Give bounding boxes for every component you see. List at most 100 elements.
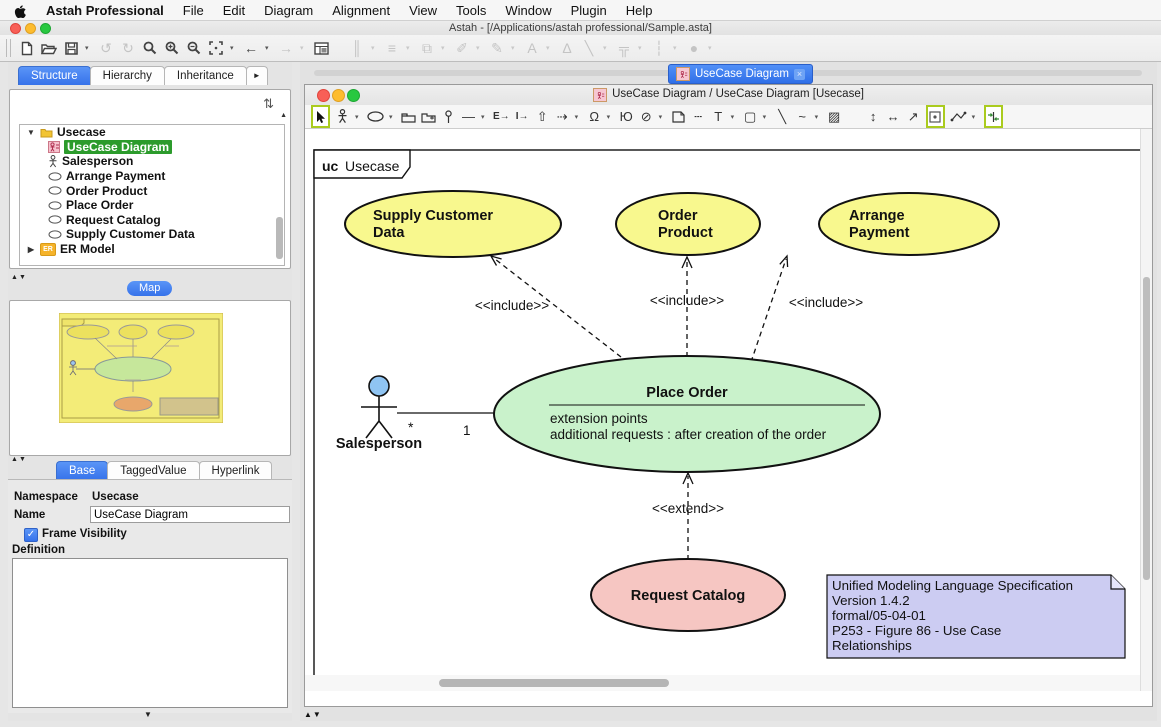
color-set-caret[interactable]: ▾ xyxy=(708,45,712,52)
undo-icon[interactable]: ↺ xyxy=(100,39,112,56)
menu-file[interactable]: File xyxy=(182,2,204,18)
back-menu-caret[interactable]: ▾ xyxy=(265,45,269,52)
minimize-diagram-button[interactable] xyxy=(332,89,345,102)
actor-tool-icon[interactable] xyxy=(335,107,350,126)
line-style-caret[interactable]: ▾ xyxy=(603,45,607,52)
color-set-icon[interactable]: ● xyxy=(689,40,699,56)
menu-help[interactable]: Help xyxy=(625,2,653,18)
frame-visibility-checkbox[interactable]: ✓ xyxy=(24,528,38,542)
sort-icon[interactable]: ⇅ xyxy=(263,96,274,111)
tree-row-er-model[interactable]: ▶ ER ER Model xyxy=(20,242,284,257)
horizontal-scrollbar-thumb[interactable] xyxy=(439,679,669,687)
tree-row-order-product[interactable]: Order Product xyxy=(20,183,284,198)
zoom-diagram-button[interactable] xyxy=(347,89,360,102)
include-label[interactable]: <<include>> xyxy=(475,298,549,313)
save-icon[interactable] xyxy=(63,38,79,58)
text-tool-caret[interactable]: ▾ xyxy=(730,113,735,121)
usecase-place-order[interactable]: Place Order extension points additional … xyxy=(493,355,881,473)
tree-row-salesperson[interactable]: Salesperson xyxy=(20,154,284,169)
vertical-scrollbar-thumb[interactable] xyxy=(1143,277,1150,580)
tab-structure[interactable]: Structure xyxy=(18,66,91,85)
canvas-splitter-arrows[interactable]: ▲▼ xyxy=(304,710,322,719)
classifier-tool-icon[interactable]: ⊘ xyxy=(640,108,652,124)
distribute-horizontal-icon[interactable]: ↔ xyxy=(886,109,900,124)
tree-row-usecase-diagram[interactable]: UseCase Diagram xyxy=(20,139,284,155)
usecase-order-product[interactable]: Order Product xyxy=(615,192,761,256)
association-tool-caret[interactable]: ▾ xyxy=(481,113,485,121)
note-tool-icon[interactable] xyxy=(671,107,686,126)
diagram-canvas[interactable]: uc Usecase <<in xyxy=(305,129,1148,691)
extend-label[interactable]: <<extend>> xyxy=(652,501,724,516)
tab-taggedvalue[interactable]: TaggedValue xyxy=(107,461,200,480)
auto-layout-icon[interactable] xyxy=(983,105,1003,128)
note-anchor-tool-icon[interactable]: ┄ xyxy=(694,108,703,124)
polyline-caret[interactable]: ▾ xyxy=(971,113,976,121)
tab-hierarchy[interactable]: Hierarchy xyxy=(89,66,165,85)
select-tool-icon[interactable] xyxy=(311,105,330,128)
text-tool-icon[interactable]: T xyxy=(714,109,723,124)
forward-menu-caret[interactable]: ▾ xyxy=(300,45,304,52)
menu-plugin[interactable]: Plugin xyxy=(570,2,607,18)
classifier-tool-caret[interactable]: ▾ xyxy=(658,113,663,121)
redo-icon[interactable]: ↻ xyxy=(122,39,134,56)
forward-icon[interactable]: → xyxy=(279,40,293,56)
actor-salesperson[interactable]: Salesperson xyxy=(336,375,422,452)
distribute-caret[interactable]: ▾ xyxy=(406,45,410,52)
dart-icon[interactable]: ↗ xyxy=(907,108,919,124)
splitter-arrows[interactable]: ▲▼ xyxy=(11,456,27,463)
generalization-tool-icon[interactable]: ⇧ xyxy=(536,108,548,124)
association-salesperson-placeorder[interactable]: * 1 xyxy=(397,412,494,438)
tab-hyperlink[interactable]: Hyperlink xyxy=(198,461,273,480)
extend-tool-icon[interactable]: E→ xyxy=(493,111,510,122)
zoom-out-icon[interactable] xyxy=(186,38,202,58)
association-tool-icon[interactable]: — xyxy=(462,109,475,124)
realization-tool-icon[interactable]: Ю xyxy=(619,109,633,124)
tree-row-usecase-root[interactable]: ▼ Usecase xyxy=(20,125,284,140)
tab-base[interactable]: Base xyxy=(56,461,109,480)
diagram-list-icon[interactable] xyxy=(313,38,329,58)
menu-window[interactable]: Window xyxy=(505,2,552,18)
expand-icon[interactable]: ▼ xyxy=(27,127,35,137)
toolbar-handle[interactable] xyxy=(6,39,11,57)
depth-icon[interactable]: ⧉ xyxy=(422,39,432,56)
freehand-tool-caret[interactable]: ▾ xyxy=(814,113,819,121)
back-icon[interactable]: ← xyxy=(244,40,258,56)
zoom-window-button[interactable] xyxy=(40,23,51,34)
rect-tool-icon[interactable]: ▢ xyxy=(744,108,757,124)
hierarchy-icon[interactable]: ╦ xyxy=(619,40,629,56)
grid-snap-icon[interactable] xyxy=(925,105,945,128)
map-button[interactable]: Map xyxy=(127,281,173,296)
boundary-tool-icon[interactable]: Ω xyxy=(589,109,600,124)
zoom-in-icon[interactable] xyxy=(164,38,180,58)
subsystem-tool-icon[interactable] xyxy=(421,107,436,126)
menu-tools[interactable]: Tools xyxy=(456,2,487,18)
dependency-tool-icon[interactable]: ⇢ xyxy=(556,108,568,124)
close-diagram-button[interactable] xyxy=(317,89,330,102)
line-style-icon[interactable]: ╲ xyxy=(584,39,594,56)
font-color-icon[interactable]: A xyxy=(527,40,537,56)
actor-tool-caret[interactable]: ▾ xyxy=(355,113,359,121)
menu-app-name[interactable]: Astah Professional xyxy=(46,2,164,18)
more-tabs-button[interactable]: ► xyxy=(245,66,268,85)
line-tool-icon[interactable]: ╲ xyxy=(778,108,787,124)
menu-edit[interactable]: Edit xyxy=(222,2,246,18)
font-icon[interactable]: Δ xyxy=(562,40,572,56)
splitter-arrows[interactable]: ▲▼ xyxy=(11,274,27,281)
open-file-icon[interactable] xyxy=(41,38,57,58)
include-label[interactable]: <<include>> xyxy=(789,295,863,310)
menu-view[interactable]: View xyxy=(409,2,438,18)
apple-icon[interactable] xyxy=(14,3,27,18)
new-file-icon[interactable] xyxy=(19,38,35,58)
usecase-tool-icon[interactable] xyxy=(367,107,384,126)
note-uml-spec[interactable]: Unified Modeling Language Specification … xyxy=(826,574,1126,659)
horizontal-scrollbar[interactable] xyxy=(305,675,1148,691)
usecase-arrange-payment[interactable]: Arrange Payment xyxy=(818,192,1000,256)
close-tab-icon[interactable]: × xyxy=(793,68,805,80)
tree-scrollbar-thumb[interactable] xyxy=(276,217,283,259)
save-menu-caret[interactable]: ▾ xyxy=(85,45,89,52)
polyline-icon[interactable] xyxy=(950,107,967,126)
anchor-tool-icon[interactable] xyxy=(441,107,456,126)
tree-row-arrange-payment[interactable]: Arrange Payment xyxy=(20,169,284,184)
package-tool-icon[interactable] xyxy=(401,107,416,126)
depth-caret[interactable]: ▾ xyxy=(441,45,445,52)
